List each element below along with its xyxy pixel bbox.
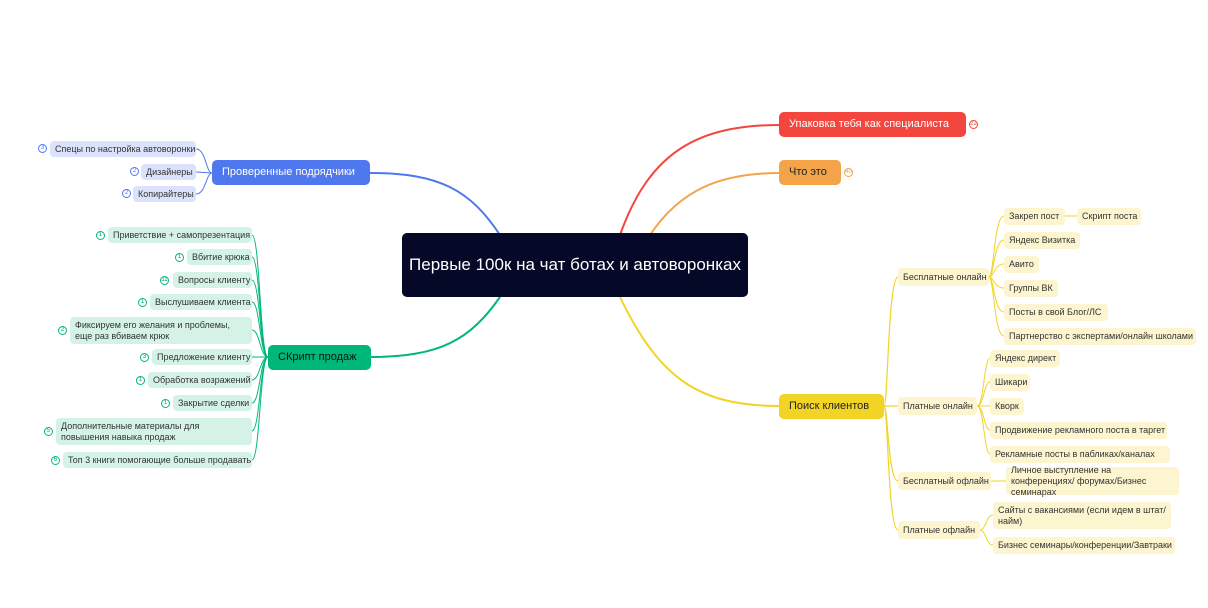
list-item[interactable]: Рекламные посты в пабликах/каналах [990,446,1170,463]
list-item[interactable]: Яндекс директ [990,350,1060,367]
group-platnye-offline[interactable]: Платные офлайн [898,521,980,539]
list-item[interactable]: Дизайнеры [141,164,196,180]
collapsed-count-badge[interactable]: 1 [175,253,184,262]
collapsed-count-badge[interactable]: 22 [969,120,978,129]
root-title: Первые 100к на чат ботах и автоворонках [409,255,741,274]
collapsed-count-badge[interactable]: 40 [844,168,853,177]
list-item[interactable]: Группы ВК [1004,280,1058,297]
collapsed-count-badge[interactable]: 3 [38,144,47,153]
list-item[interactable]: Фиксируем его желания и проблемы, еще ра… [70,317,252,344]
list-item[interactable]: Закреп пост [1004,208,1065,225]
list-item[interactable]: Вбитие крюка [187,249,252,265]
list-item[interactable]: Копирайтеры [133,186,196,202]
collapsed-count-badge[interactable]: 2 [58,326,67,335]
list-item[interactable]: Шикари [990,374,1030,391]
group-besplatny-offline[interactable]: Бесплатный офлайн [898,472,991,490]
list-item[interactable]: Кворк [990,398,1024,415]
list-item[interactable]: Сайты с вакансиями (если идем в штат/ на… [993,502,1171,529]
collapsed-count-badge[interactable]: 3 [140,353,149,362]
list-item[interactable]: Посты в свой Блог/ЛС [1004,304,1108,321]
list-item[interactable]: Обработка возражений [148,372,252,388]
collapsed-count-badge[interactable]: 1 [96,231,105,240]
list-item[interactable]: Выслушиваем клиента [150,294,252,310]
list-item[interactable]: Бизнес семинары/конференции/Завтраки [993,537,1175,554]
collapsed-count-badge[interactable]: 5 [44,427,53,436]
list-item[interactable]: Закрытие сделки [173,395,252,411]
collapsed-count-badge[interactable]: 2 [122,189,131,198]
branch-chto-eto[interactable]: Что это [779,160,841,185]
branch-skript-prodazh[interactable]: СКрипт продаж [268,345,371,370]
link-root-chto [649,172,781,236]
list-item[interactable]: Продвижение рекламного поста в таргет [990,422,1167,439]
list-item[interactable]: Приветствие + самопрезентация [108,227,252,243]
collapsed-count-badge[interactable]: 6 [51,456,60,465]
list-item[interactable]: Спецы по настройка автоворонки [50,141,196,157]
branch-upakovka[interactable]: Упаковка тебя как специалиста [779,112,966,137]
link-root-upakovka [619,124,781,236]
link-root-poisk [619,296,781,407]
branch-poisk-klientov[interactable]: Поиск клиентов [779,394,884,419]
branch-podryadchiki[interactable]: Проверенные подрядчики [212,160,370,185]
collapsed-count-badge[interactable]: 1 [161,399,170,408]
collapsed-count-badge[interactable]: 1 [136,376,145,385]
list-item[interactable]: Авито [1004,256,1039,273]
collapsed-count-badge[interactable]: 11 [160,276,169,285]
list-item[interactable]: Скрипт поста [1077,208,1141,225]
root-topic[interactable]: Первые 100к на чат ботах и автоворонках [402,233,748,297]
group-besplatnye-online[interactable]: Бесплатные онлайн [898,268,989,286]
list-item[interactable]: Партнерство с экспертами/онлайн школами [1004,328,1196,345]
list-item[interactable]: Предложение клиенту [152,349,252,365]
collapsed-count-badge[interactable]: 1 [138,298,147,307]
list-item[interactable]: Личное выступление на конференциях/ фору… [1006,465,1179,497]
group-platnye-online[interactable]: Платные онлайн [898,397,977,415]
list-item[interactable]: Топ 3 книги помогающие больше продавать [63,452,252,468]
list-item[interactable]: Вопросы клиенту [173,272,252,288]
list-item[interactable]: Яндекс Визитка [1004,232,1080,249]
link-root-skript [369,296,501,358]
list-item[interactable]: Дополнительные материалы для повышения н… [56,418,252,445]
collapsed-count-badge[interactable]: 2 [130,167,139,176]
link-root-podryadchiki [369,172,501,236]
